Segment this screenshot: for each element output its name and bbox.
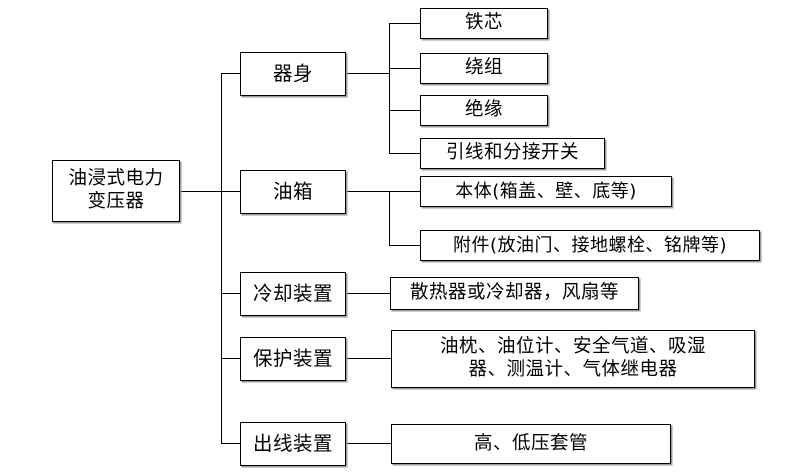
node-raozu-label: 绕组 (464, 57, 503, 79)
node-sanreqi: 散热器或冷却器，风扇等 (390, 277, 639, 310)
node-qishen-label: 器身 (272, 62, 313, 86)
connector-qishen-stub (346, 73, 390, 74)
node-baohu-label: 保护装置 (252, 347, 333, 371)
node-youzhen-label-line1: 油枕、油位计、安全气道、吸湿 (439, 336, 706, 358)
node-sanreqi-label: 散热器或冷却器，风扇等 (409, 282, 619, 304)
connector-main-trunk (221, 73, 222, 444)
node-jueyuan: 绝缘 (420, 95, 548, 126)
node-baohu: 保护装置 (240, 337, 346, 381)
connector-youxiang-to-fujian (389, 245, 421, 246)
connector-trunk-to-qishen (221, 73, 241, 74)
node-lengque: 冷却装置 (240, 272, 346, 316)
connector-youxiang-to-benti (389, 191, 421, 192)
node-raozu: 绕组 (420, 53, 548, 84)
connector-trunk-to-baohu (221, 358, 241, 359)
node-youzhen-label-line2: 器、测温计、气体继电器 (468, 359, 678, 380)
node-fujian: 附件(放油门、接地螺栓、铭牌等) (420, 230, 760, 261)
node-fujian-label: 附件(放油门、接地螺栓、铭牌等) (452, 234, 728, 256)
node-tiexin: 铁芯 (420, 8, 548, 39)
connector-trunk-to-chuxian (221, 443, 241, 444)
node-taoguan-label: 高、低压套管 (473, 432, 588, 454)
node-root: 油浸式电力 变压器 (52, 160, 180, 222)
node-benti-label: 本体(箱盖、壁、底等) (455, 180, 637, 202)
connector-qishen-to-tiexin (389, 23, 421, 24)
node-chuxian-label: 出线装置 (252, 432, 333, 456)
connector-qishen-to-yinxian (389, 153, 421, 154)
node-taoguan: 高、低压套管 (391, 424, 671, 464)
connector-trunk-to-youxiang (221, 191, 241, 192)
node-benti: 本体(箱盖、壁、底等) (420, 176, 672, 207)
connector-youxiang-trunk (389, 191, 390, 245)
node-youxiang: 油箱 (240, 170, 346, 214)
connector-baohu-to-youzhen (346, 358, 392, 359)
connector-youxiang-stub (346, 191, 390, 192)
connector-qishen-to-jueyuan (389, 110, 421, 111)
node-root-label-line2: 变压器 (87, 191, 145, 212)
connector-root-stub (180, 191, 222, 192)
node-root-label-line1: 油浸式电力 (68, 168, 164, 190)
node-jueyuan-label: 绝缘 (464, 99, 503, 121)
connector-trunk-to-lengque (221, 293, 241, 294)
connector-lengque-to-sanreqi (346, 293, 391, 294)
node-youxiang-label: 油箱 (272, 180, 313, 204)
node-qishen: 器身 (240, 52, 346, 96)
node-chuxian: 出线装置 (240, 422, 346, 466)
node-tiexin-label: 铁芯 (464, 12, 503, 34)
node-yinxian: 引线和分接开关 (420, 138, 605, 169)
node-yinxian-label: 引线和分接开关 (445, 142, 579, 164)
node-lengque-label: 冷却装置 (252, 282, 333, 306)
connector-chuxian-to-taoguan (346, 443, 392, 444)
connector-qishen-to-raozu (389, 68, 421, 69)
node-youzhen: 油枕、油位计、安全气道、吸湿 器、测温计、气体继电器 (391, 330, 755, 388)
connector-qishen-trunk (389, 23, 390, 153)
